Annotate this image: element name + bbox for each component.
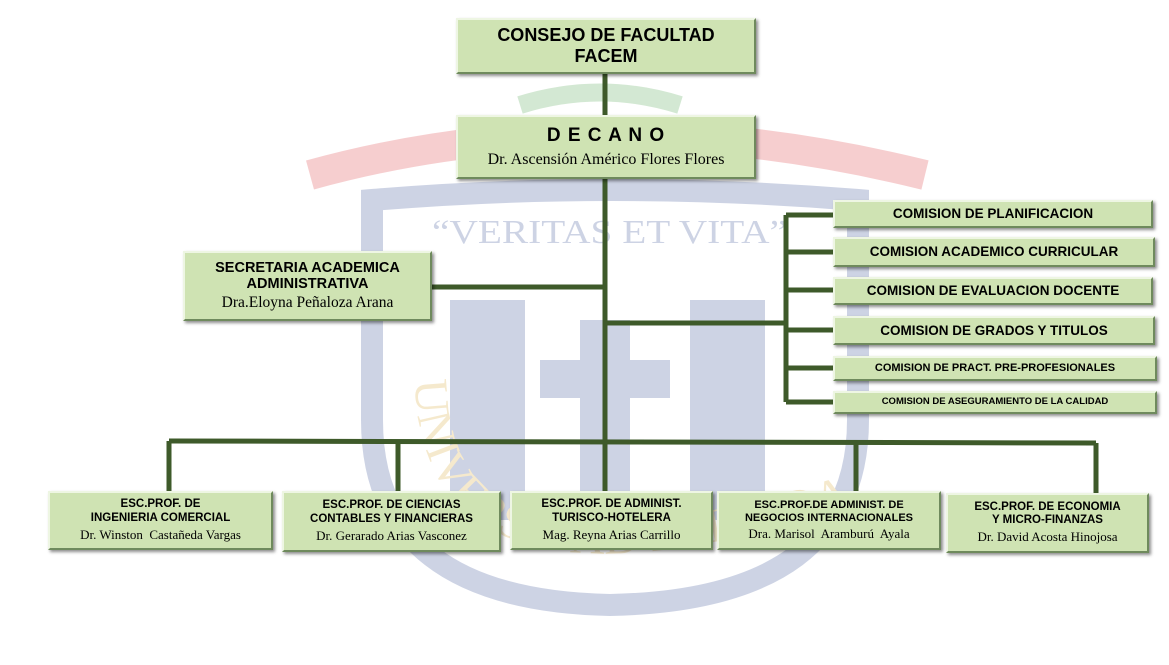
school-director: Dra. Marisol Aramburú Ayala <box>748 526 910 542</box>
school-director: Dr. David Acosta Hinojosa <box>977 529 1118 545</box>
watermark-letter-right-bar <box>690 300 765 520</box>
school-title: ESC.PROF. DE ADMINIST. <box>541 498 682 511</box>
connector-schools-bus <box>168 438 1097 446</box>
commission-label: COMISION ACADEMICO CURRICULAR <box>869 244 1119 260</box>
dean-title: D E C A N O <box>546 124 666 146</box>
commission-evaluacion-docente: COMISION DE EVALUACION DOCENTE <box>833 277 1153 305</box>
school-ciencias-contables: ESC.PROF. DE CIENCIAS CONTABLES Y FINANC… <box>282 491 501 552</box>
commission-grados-titulos: COMISION DE GRADOS Y TITULOS <box>833 316 1155 345</box>
commission-practicas: COMISION DE PRACT. PRE-PROFESIONALES <box>833 356 1157 381</box>
school-director: Mag. Reyna Arias Carrillo <box>542 526 681 542</box>
council-subtitle: FACEM <box>574 46 638 66</box>
watermark-letter-left-bar <box>450 300 525 520</box>
school-title: ESC.PROF.DE ADMINIST. DE <box>754 499 904 512</box>
school-director: Dr. Gerarado Arias Vasconez <box>316 527 467 543</box>
school-turistico-hotelera: ESC.PROF. DE ADMINIST. TURISCO-HOTELERA … <box>510 491 713 550</box>
secretary-title: SECRETARIA ACADEMICA <box>215 259 400 276</box>
school-subtitle: CONTABLES Y FINANCIERAS <box>310 512 473 525</box>
school-subtitle: INGENIERIA COMERCIAL <box>90 511 231 524</box>
commission-label: COMISION DE EVALUACION DOCENTE <box>866 283 1120 299</box>
commission-label: COMISION DE PLANIFICACION <box>892 206 1094 222</box>
commission-academico-curricular: COMISION ACADEMICO CURRICULAR <box>833 237 1155 267</box>
secretary-subtitle: ADMINISTRATIVA <box>246 276 369 293</box>
dean-box: D E C A N O Dr. Ascensión Américo Flores… <box>456 115 756 179</box>
watermark-green-band <box>517 83 683 114</box>
commission-aseguramiento: COMISION DE ASEGURAMIENTO DE LA CALIDAD <box>833 391 1157 414</box>
school-economia: ESC.PROF. DE ECONOMIA Y MICRO-FINANZAS D… <box>946 493 1149 553</box>
council-title: CONSEJO DE FACULTAD <box>497 25 715 46</box>
school-title: ESC.PROF. DE ECONOMIA <box>974 500 1121 513</box>
secretary-name: Dra.Eloyna Peñaloza Arana <box>221 293 394 311</box>
commission-planificacion: COMISION DE PLANIFICACION <box>833 200 1153 228</box>
school-subtitle: TURISCO-HOTELERA <box>552 511 671 524</box>
secretary-box: SECRETARIA ACADEMICA ADMINISTRATIVA Dra.… <box>183 251 432 321</box>
dean-name: Dr. Ascensión Américo Flores Flores <box>487 150 725 168</box>
school-negocios-internacionales: ESC.PROF.DE ADMINIST. DE NEGOCIOS INTERN… <box>717 491 941 550</box>
commission-label: COMISION DE ASEGURAMIENTO DE LA CALIDAD <box>881 396 1109 408</box>
watermark-motto: “VERITAS ET VITA” <box>432 214 787 251</box>
school-ingenieria-comercial: ESC.PROF. DE INGENIERIA COMERCIAL Dr. Wi… <box>48 491 273 550</box>
school-subtitle: NEGOCIOS INTERNACIONALES <box>744 511 914 524</box>
school-director: Dr. Winston Castañeda Vargas <box>80 526 241 542</box>
commission-label: COMISION DE PRACT. PRE-PROFESIONALES <box>874 362 1116 375</box>
school-title: ESC.PROF. DE CIENCIAS <box>322 499 461 512</box>
school-subtitle: Y MICRO-FINANZAS <box>992 514 1103 527</box>
commission-label: COMISION DE GRADOS Y TITULOS <box>880 322 1108 338</box>
council-box: CONSEJO DE FACULTAD FACEM <box>456 18 756 74</box>
school-title: ESC.PROF. DE <box>120 498 201 511</box>
